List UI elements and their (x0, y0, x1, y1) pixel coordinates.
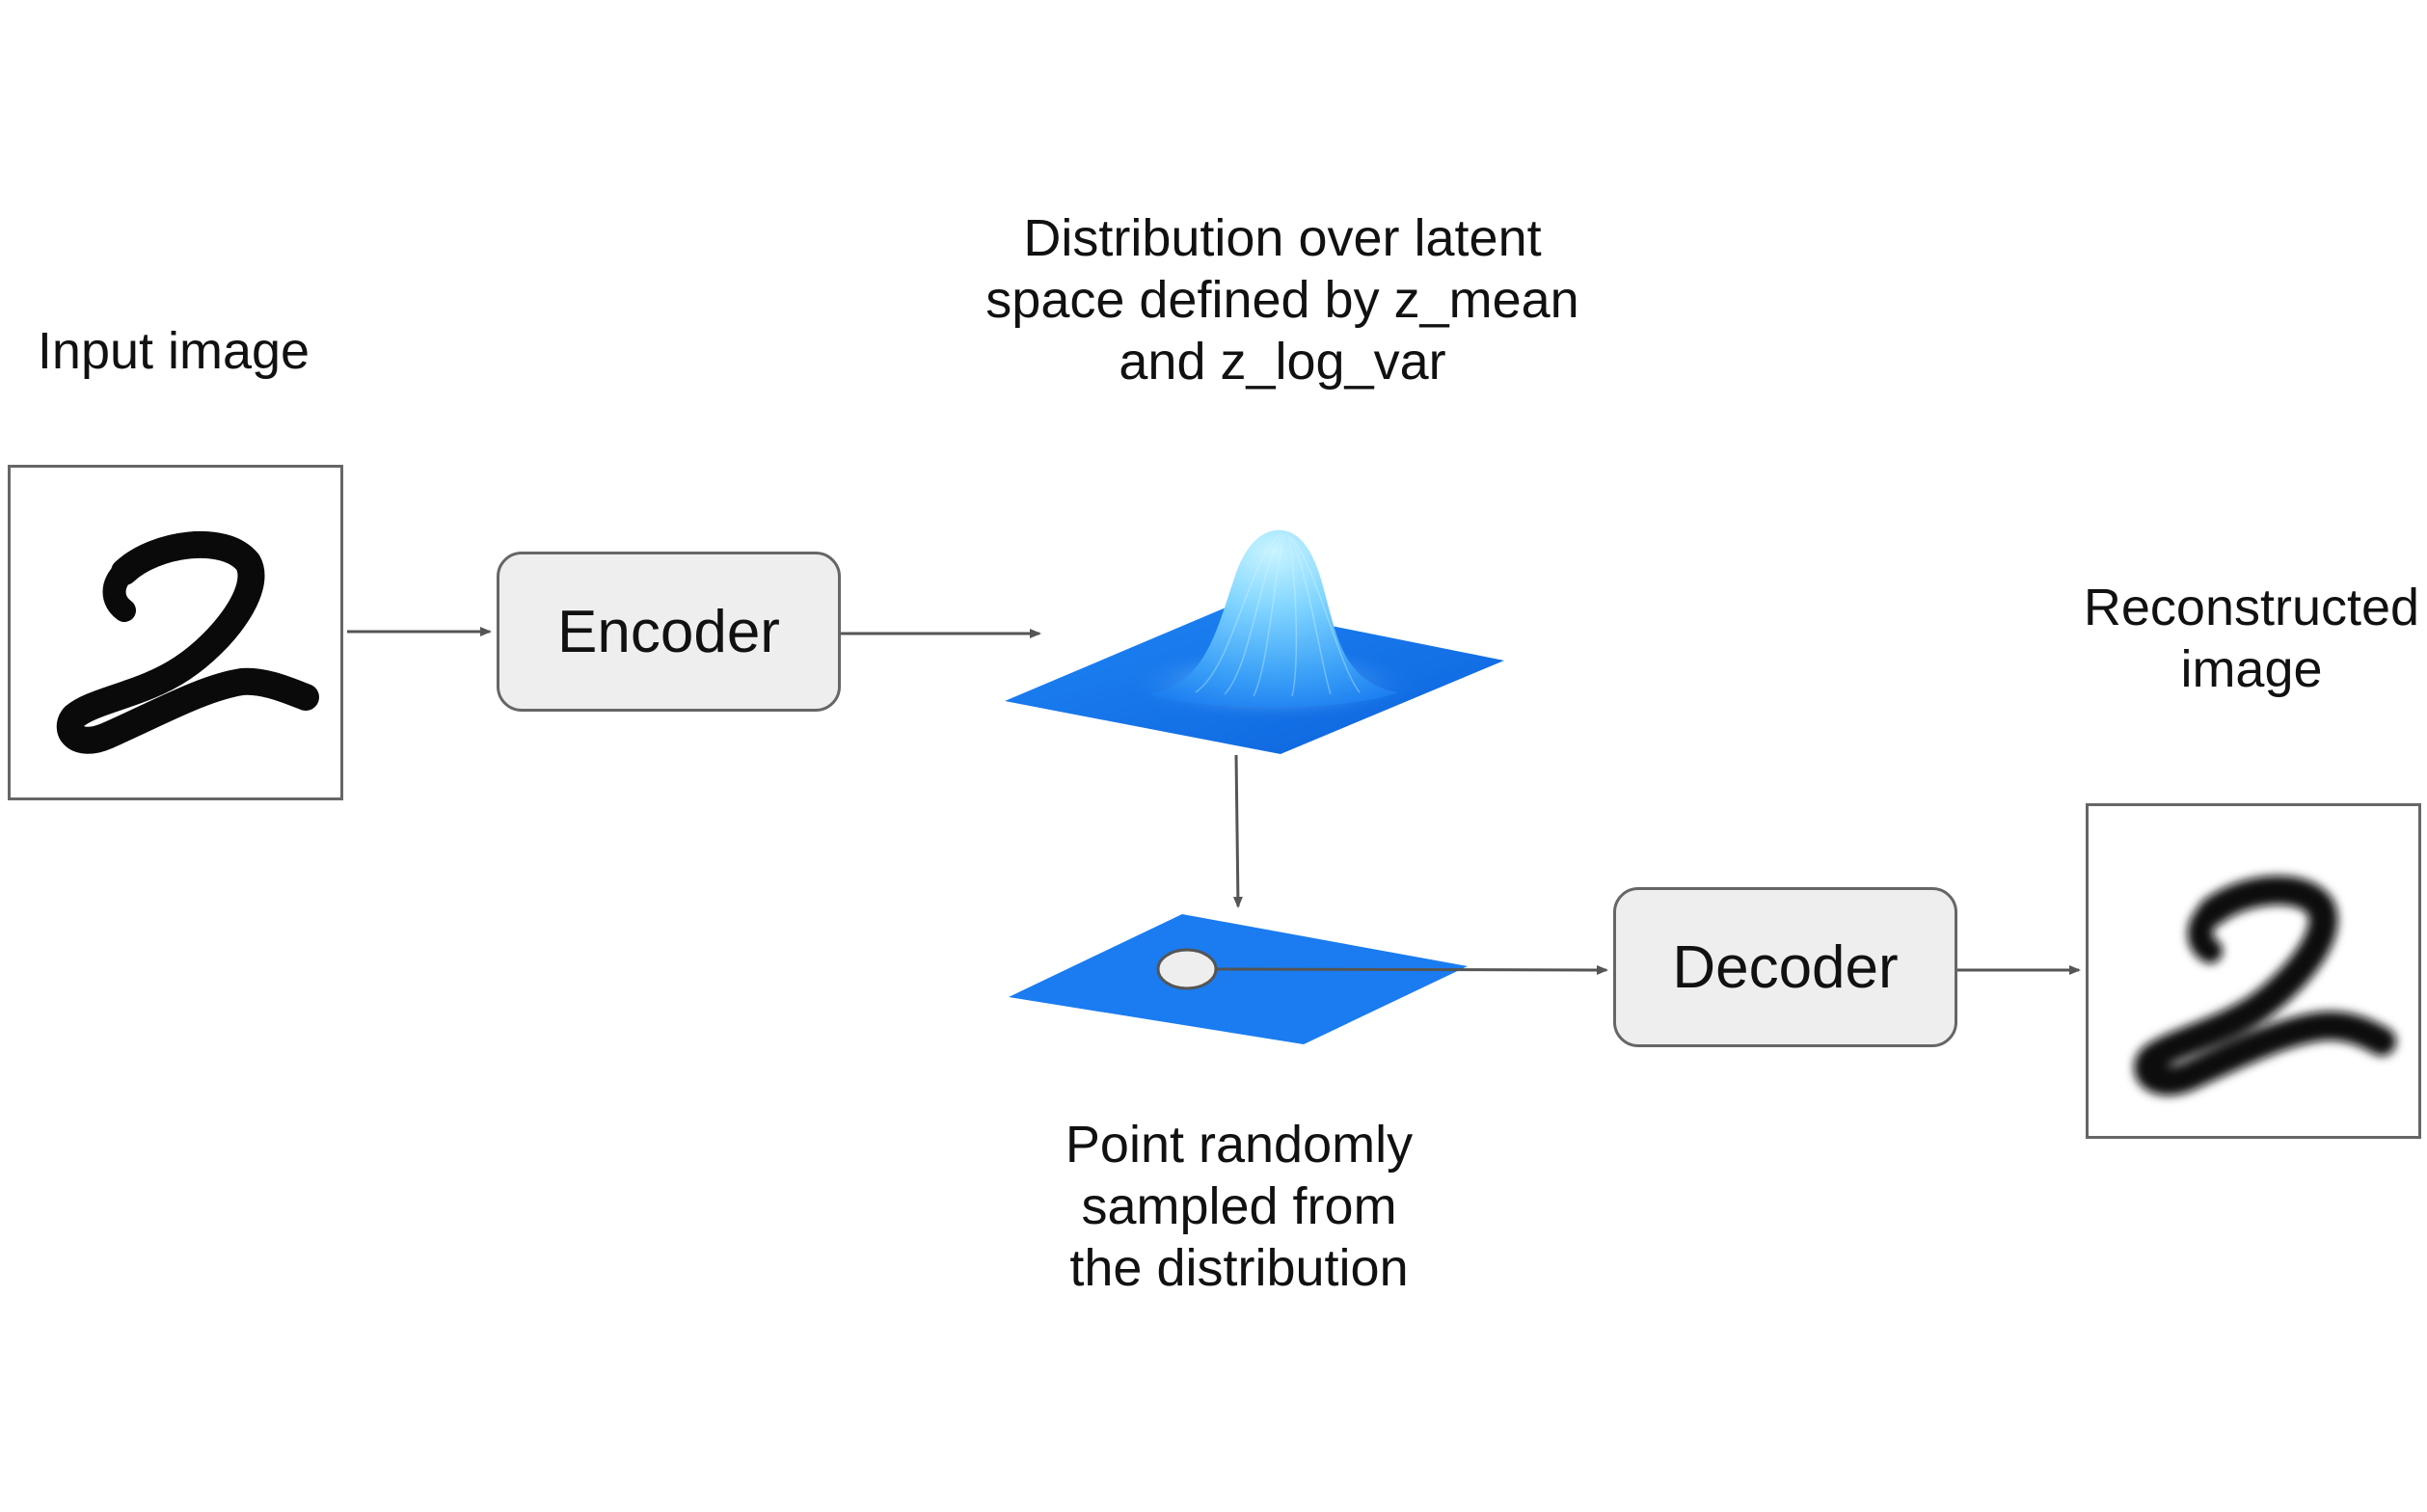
distribution-label-line-2: space defined by z_mean (985, 271, 1579, 329)
encoder-block: Encoder (497, 552, 841, 712)
reconstructed-image-frame (2086, 803, 2421, 1139)
reconstructed-image-label: Reconstructed image (2073, 577, 2427, 700)
reconstructed-label-line-2: image (2180, 640, 2323, 698)
arrow-distribution-to-sample (1232, 754, 1243, 908)
decoder-label: Decoder (1672, 933, 1899, 1001)
distribution-label-line-1: Distribution over latent (1023, 209, 1542, 267)
sampled-point-label: Point randomly sampled from the distribu… (1003, 1114, 1475, 1299)
sampled-point-label-line-3: the distribution (1069, 1239, 1409, 1297)
blurred-digit-2-icon (2134, 876, 2396, 1095)
input-image-label: Input image (37, 322, 310, 380)
input-image-frame (8, 465, 343, 800)
sampled-point-label-line-2: sampled from (1081, 1177, 1397, 1235)
distribution-label-line-3: and z_log_var (1119, 333, 1446, 391)
latent-plane-icon (1009, 914, 1468, 1044)
arrow-sample-to-decoder (1214, 964, 1608, 975)
distribution-label: Distribution over latent space defined b… (916, 207, 1649, 392)
decoder-block: Decoder (1613, 887, 1957, 1047)
sampled-point-marker (1156, 948, 1218, 990)
gaussian-surface-icon (1005, 529, 1504, 754)
handwritten-digit-2-icon (56, 530, 319, 754)
sampled-point-label-line-1: Point randomly (1065, 1116, 1414, 1174)
distribution-peak (1147, 529, 1398, 708)
latent-plane (1009, 914, 1468, 1044)
encoder-label: Encoder (557, 598, 780, 665)
reconstructed-label-line-1: Reconstructed (2083, 579, 2420, 636)
